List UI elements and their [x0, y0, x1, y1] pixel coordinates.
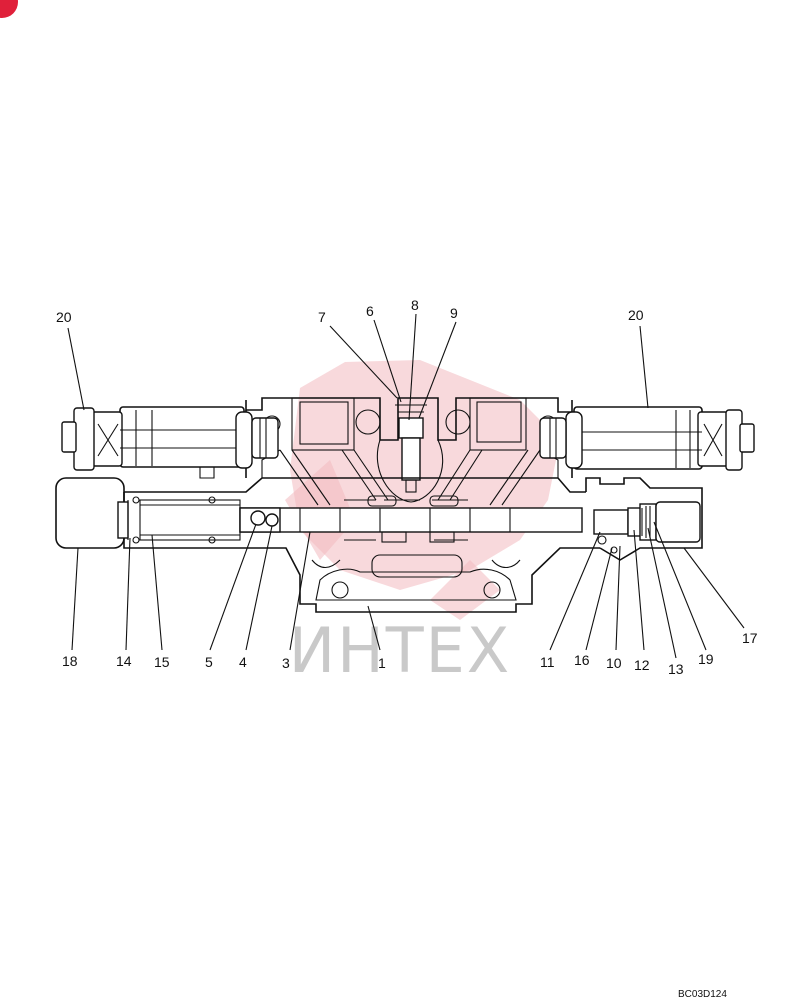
callout-11: 11: [540, 654, 555, 670]
callout-18: 18: [62, 653, 78, 669]
solenoid-right: [539, 406, 755, 471]
callout-15: 15: [154, 654, 170, 670]
solenoid-left: [61, 406, 279, 479]
callout-14: 14: [116, 653, 132, 669]
callout-4: 4: [239, 654, 247, 670]
callout-17: 17: [742, 630, 758, 646]
callout-6: 6: [366, 303, 374, 319]
callout-9: 9: [450, 305, 458, 321]
leader-lines: [67, 313, 745, 659]
callout-5: 5: [205, 654, 213, 670]
callout-20-left: 20: [56, 309, 72, 325]
callout-8: 8: [411, 297, 419, 313]
valve-body: [55, 397, 703, 613]
callout-3: 3: [282, 655, 290, 671]
drawing-code: BC03D124: [678, 989, 727, 1000]
callout-20-right: 20: [628, 307, 644, 323]
callout-13: 13: [668, 661, 684, 677]
callout-1: 1: [378, 655, 386, 671]
callout-12: 12: [634, 657, 650, 673]
corner-badge-icon: [0, 0, 18, 18]
watermark-logo: [285, 360, 560, 620]
watermark-text: ИНТЕХ: [289, 614, 512, 687]
callout-labels: 20 20 7 6 8 9 18 14 15 5 4 3 1 11 16 10 …: [56, 297, 758, 677]
callout-16: 16: [574, 652, 590, 668]
callout-7: 7: [318, 309, 326, 325]
callout-19: 19: [698, 651, 714, 667]
callout-10: 10: [606, 655, 622, 671]
